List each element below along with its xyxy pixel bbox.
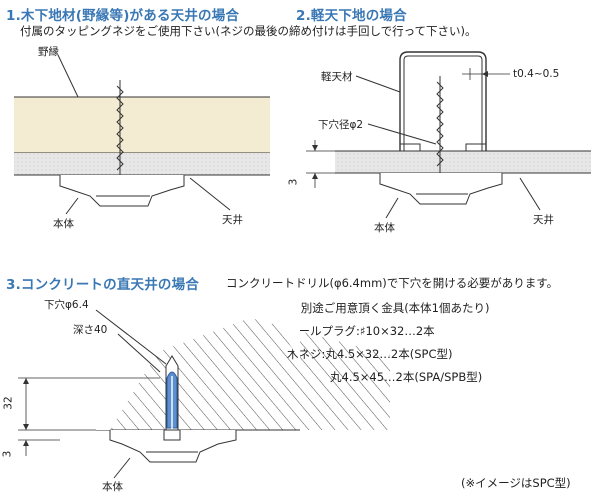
- thickness-callout: [462, 68, 510, 80]
- label-body-1: 本体: [53, 218, 74, 230]
- label-joist: 野縁: [38, 46, 59, 58]
- label-thickness: t0.4~0.5: [513, 68, 560, 80]
- spec-title: ● 別途ご用意頂く金具(本体1個あたり): [287, 301, 490, 315]
- device-body-2: [379, 173, 503, 205]
- device-body-1: [59, 175, 185, 207]
- device-body-3: [109, 429, 237, 463]
- leader-body-1: [65, 197, 79, 215]
- leader-light-steel: [355, 75, 401, 93]
- leader-body-2: [385, 197, 399, 219]
- drill-note: コンクリートドリル(φ6.4mm)で下穴を開ける必要があります。: [226, 276, 559, 290]
- section2-heading: 2.軽天下地の場合: [296, 8, 407, 24]
- section1-heading: 1.木下地材(野縁等)がある天井の場合: [6, 8, 240, 24]
- screw-instruction-note: 付属のタッピングネジをご使用下さい(ネジの最後の締め付けは手回しで行って下さい)…: [20, 24, 477, 38]
- ceiling-board-2: [335, 150, 591, 174]
- label-ceiling-1: 天井: [222, 214, 243, 226]
- label-pilot-hole-2: 下穴径φ2: [318, 119, 364, 131]
- dim-lines-s2: [306, 140, 335, 188]
- spec-plug: カールプラグ:♯10×32…2本: [287, 324, 435, 338]
- joist-wood: [14, 96, 270, 154]
- ceiling-board-1: [14, 153, 270, 176]
- label-ceiling-2: 天井: [533, 214, 554, 226]
- section3-heading: 3.コンクリートの直天井の場合: [6, 277, 200, 293]
- label-body-3: 本体: [102, 481, 123, 493]
- leader-ceiling-1: [189, 177, 231, 211]
- leader-joist: [57, 54, 79, 98]
- footnote: (※イメージはSPC型): [461, 476, 571, 490]
- label-body-2: 本体: [374, 222, 395, 234]
- leader-pilot-hole-64: [95, 309, 167, 365]
- leader-depth-40: [117, 333, 161, 373]
- leader-pilot-hole-2: [367, 123, 437, 145]
- dim-lines-s3: [18, 377, 160, 456]
- leader-body-3: [113, 457, 131, 479]
- light-steel-channel: [399, 51, 487, 151]
- leader-ceiling-2: [519, 177, 541, 211]
- label-pilot-hole-64: 下穴φ6.4: [44, 299, 89, 311]
- label-light-steel: 軽天材: [321, 71, 353, 83]
- label-depth-40: 深さ40: [73, 324, 108, 336]
- wall-plug: [166, 371, 178, 440]
